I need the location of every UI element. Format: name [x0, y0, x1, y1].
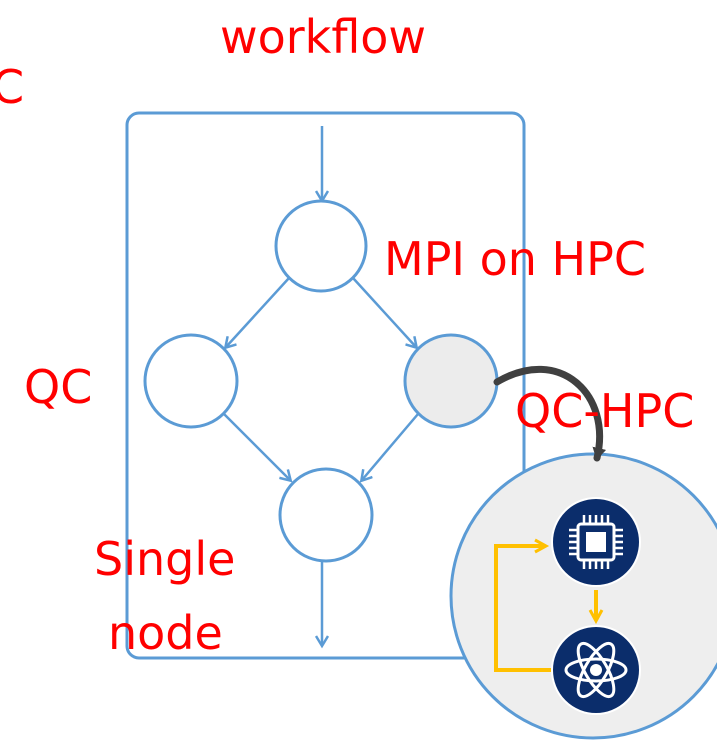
label-qc: QC	[24, 360, 93, 414]
label-node: node	[108, 606, 223, 660]
node-top	[274, 199, 368, 293]
node-bottom	[278, 467, 374, 563]
offload-curved-arrow	[493, 366, 607, 462]
label-edge-c: C	[0, 60, 25, 114]
node-left-qc	[143, 333, 239, 429]
diagram-title: workflow	[220, 10, 427, 64]
atom-icon	[551, 625, 641, 715]
cpu-chip-icon	[551, 497, 641, 587]
edge-right-to-bottom	[362, 413, 419, 480]
edge-left-to-bottom	[223, 413, 290, 480]
label-mpi-on-hpc: MPI on HPC	[384, 232, 646, 286]
label-single: Single	[94, 532, 236, 586]
label-qc-hpc: QC-HPC	[515, 384, 695, 438]
node-right-hpc	[403, 333, 499, 429]
edge-top-to-right	[352, 277, 416, 347]
feedback-loop-arrow	[494, 538, 551, 672]
edge-top-to-left	[226, 277, 290, 347]
workflow-frame	[125, 111, 526, 660]
